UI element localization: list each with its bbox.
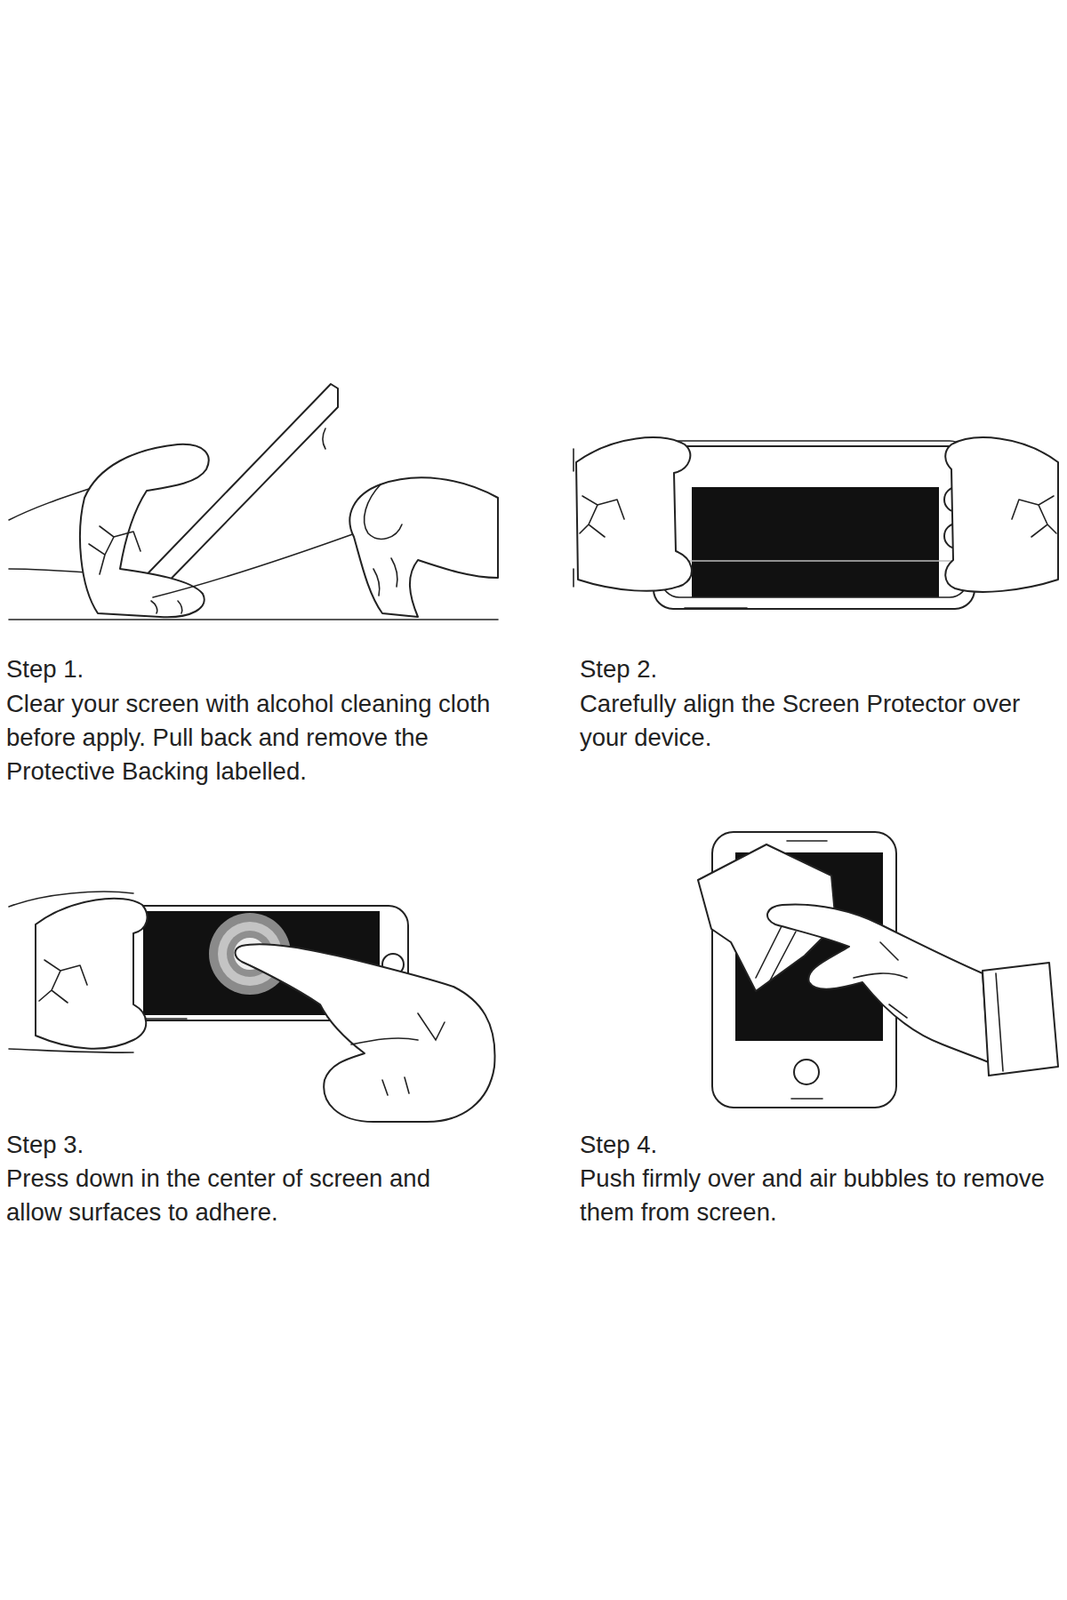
phone-edge-detail: [142, 1018, 187, 1020]
step-heading: Step 2.: [579, 652, 1043, 687]
phone-edge-detail: [791, 1098, 823, 1100]
step-two-illustration: [573, 437, 1059, 610]
protector-cutout: [322, 428, 326, 450]
right-hand: [349, 477, 498, 618]
finger-lines: [151, 601, 183, 614]
step-instruction: Clear your screen with alcohol cleaning …: [6, 687, 540, 789]
phone-edge-detail: [684, 607, 747, 610]
cuff-line: [995, 973, 1003, 1072]
thumb-lines: [364, 484, 402, 596]
speaker-slot: [786, 840, 827, 843]
step-heading: Step 3.: [6, 1128, 478, 1163]
step-heading: Step 1.: [6, 652, 540, 687]
home-button: [794, 1059, 819, 1085]
finger-lines: [853, 942, 907, 1019]
finger-lines: [351, 1013, 445, 1096]
screen-protector: [133, 384, 338, 598]
cloth-fold: [755, 924, 796, 983]
protector-edge: [668, 560, 961, 562]
knuckle-lines: [39, 960, 88, 1003]
step-instruction: Press down in the center of screen and a…: [6, 1162, 478, 1230]
pressing-hand: [235, 944, 496, 1123]
left-hand: [80, 444, 209, 618]
step-instruction: Push firmly over and air bubbles to remo…: [579, 1162, 1060, 1230]
phone-body: [653, 446, 975, 610]
wiping-hand: [767, 904, 989, 1063]
protective-backing: [152, 531, 361, 598]
step-instruction: Carefully align the Screen Protector ove…: [579, 687, 1043, 755]
knuckle-lines: [1011, 496, 1057, 538]
step-one-illustration: [8, 384, 498, 620]
shirt-cuff: [982, 962, 1059, 1076]
knuckle-lines: [573, 449, 625, 587]
step-three-illustration: [8, 891, 496, 1123]
phone-screen: [691, 487, 939, 598]
table-line: [8, 618, 498, 621]
knuckle-lines: [88, 526, 141, 575]
step-heading: Step 4.: [579, 1128, 1060, 1163]
right-hand: [945, 437, 1059, 593]
left-hand: [35, 898, 147, 1050]
step-four-illustration: [697, 832, 1059, 1108]
screen-protector: [661, 441, 968, 598]
